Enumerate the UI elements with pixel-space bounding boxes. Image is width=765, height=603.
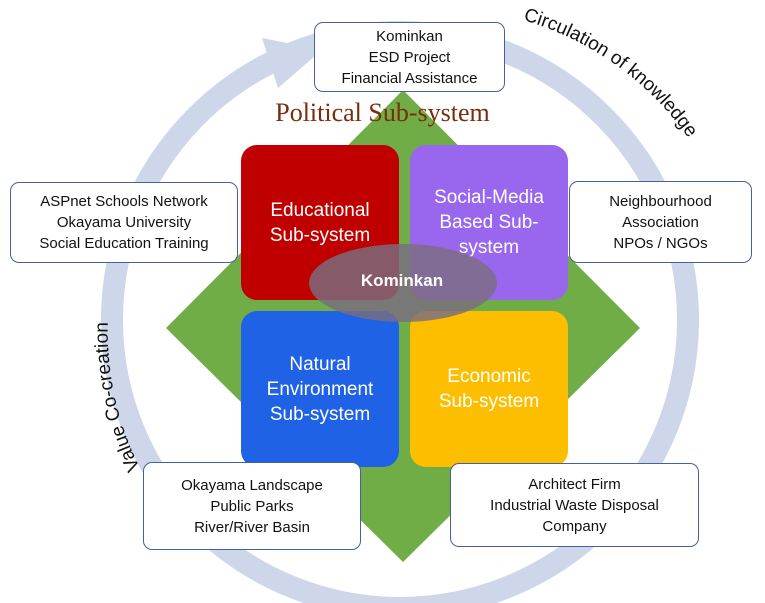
ring-arrowhead	[262, 38, 322, 88]
quadrant-label-line: Economic	[447, 366, 531, 387]
actor-box-line: ESD Project	[368, 48, 451, 66]
actor-box-line: Social Education Training	[39, 235, 209, 252]
actor-box-line: Okayama University	[56, 214, 192, 231]
actor-box-line: Financial Assistance	[341, 69, 478, 87]
actor-box-line: Neighbourhood	[609, 192, 712, 210]
quadrant-label-line: Sub-system	[269, 403, 371, 425]
actor-box-line: Company	[542, 517, 607, 535]
actor-box-line: Industrial Waste Disposal	[490, 496, 659, 514]
quadrant-label-line: system	[458, 237, 520, 258]
actor-box-line: Okayama Landscape	[181, 476, 323, 494]
quadrant-label-line: Based Sub-	[439, 212, 539, 233]
political-subsystem-title: Political Sub-system	[275, 98, 490, 127]
quadrant-label-line: Sub-system	[269, 224, 371, 246]
actor-box-line: NPOs / NGOs	[613, 234, 708, 252]
quadrant-label-line: Educational	[270, 199, 370, 221]
actor-box-line: River/River Basin	[194, 518, 310, 536]
actor-box-line: Public Parks	[210, 497, 294, 515]
kominkan-core-label: Kominkan	[360, 271, 444, 290]
actor-box-line: ASPnet Schools Network	[40, 193, 208, 210]
quadrant-label-line: Social-Media	[434, 187, 544, 208]
actor-box-line: Architect Firm	[528, 475, 621, 493]
actor-box-line: Association	[622, 213, 699, 231]
quadrant-label-line: Sub-system	[438, 391, 540, 412]
actor-box-line: Kominkan	[376, 27, 443, 45]
quadrant-label-line: Environment	[266, 378, 374, 400]
quadrant-label-line: Natural	[289, 353, 351, 375]
